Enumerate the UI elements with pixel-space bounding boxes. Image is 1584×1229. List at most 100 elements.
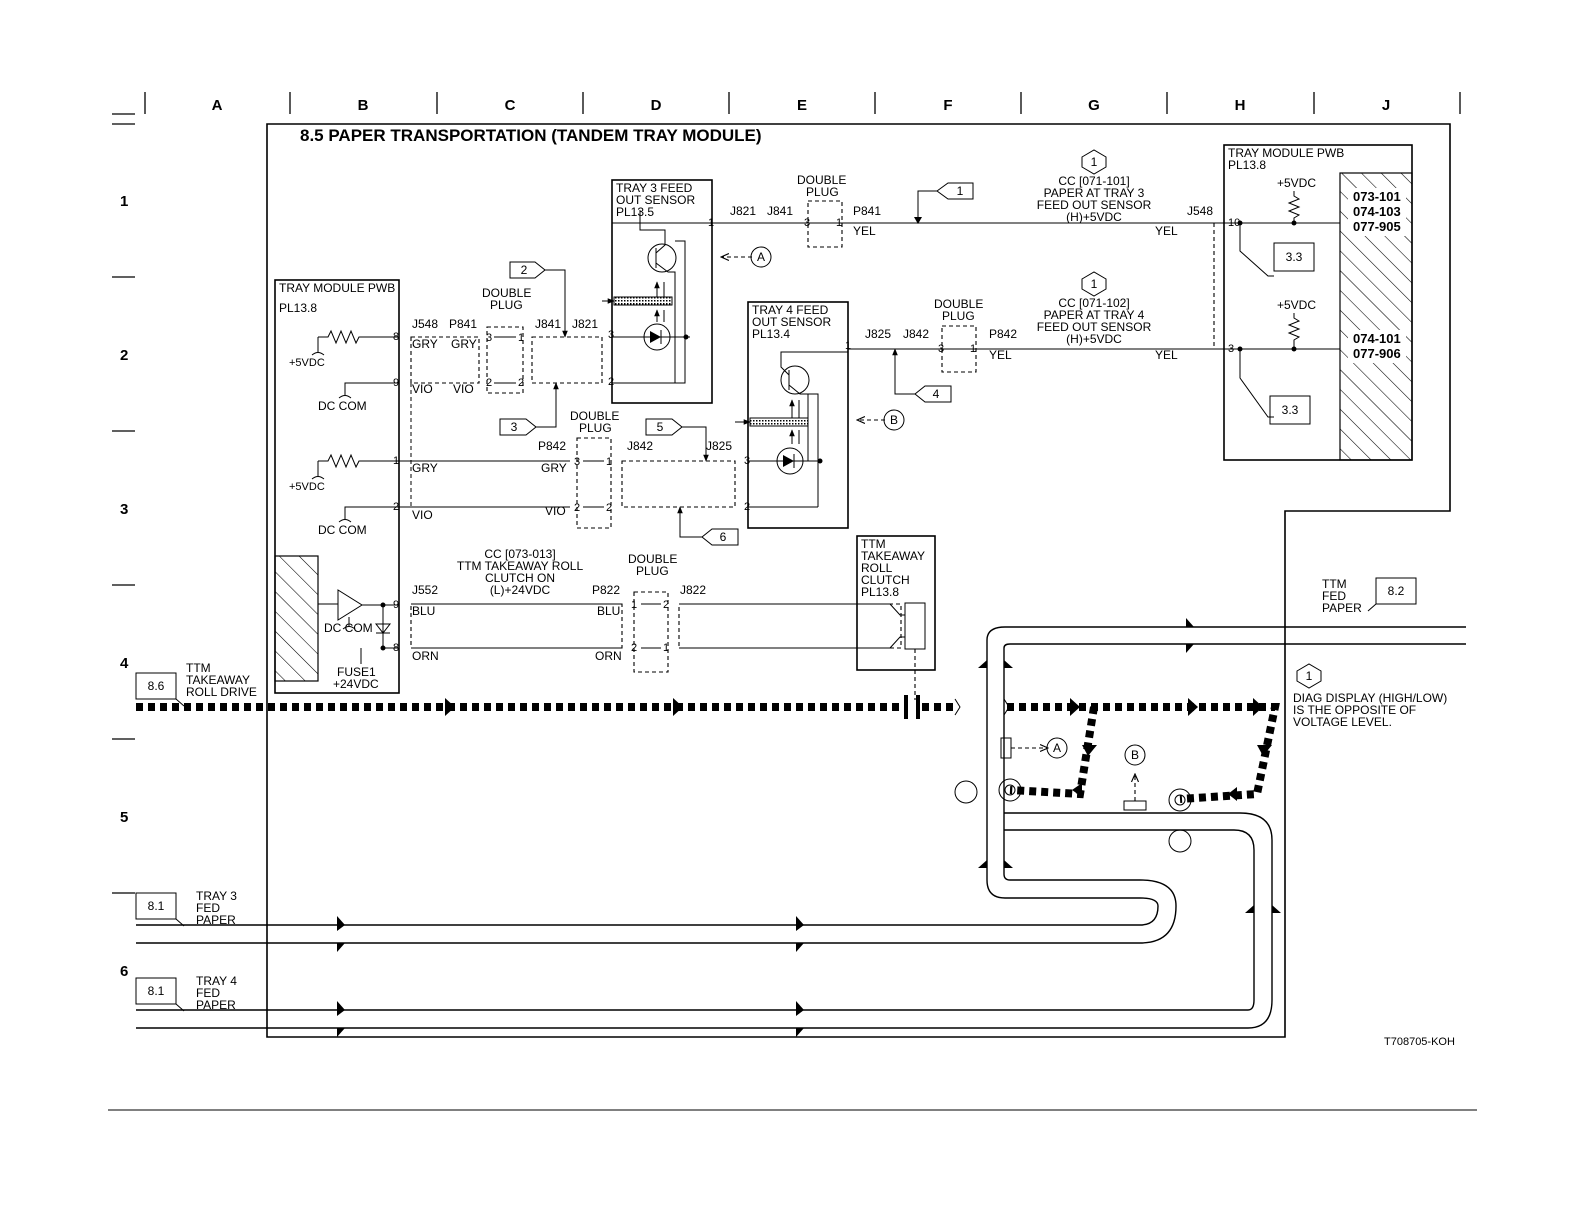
pin-number: 8 — [393, 331, 399, 343]
double-plug-label: PLUG — [490, 298, 523, 312]
wire-color: ORN — [595, 649, 622, 663]
clutch-cc-line: TTM TAKEAWAY ROLL — [457, 559, 584, 573]
plug-pin: 3 — [486, 332, 492, 344]
wire-color: VIO — [412, 508, 433, 522]
column-label: F — [943, 97, 952, 114]
note-marker: 1 — [1306, 669, 1313, 683]
connector-label: P841 — [853, 204, 881, 218]
wire-color: ORN — [412, 649, 439, 663]
column-label: B — [358, 97, 369, 114]
sensor-title: OUT SENSOR — [752, 315, 831, 329]
double-plug-label: DOUBLE — [628, 552, 677, 566]
clutch-title: ROLL — [861, 561, 893, 575]
pin-number: 9 — [393, 599, 399, 611]
sensor-pl: PL13.4 — [752, 327, 790, 341]
wire-color: GRY — [412, 337, 438, 351]
callout-number: 1 — [957, 184, 964, 198]
tray-module-pwb-right: TRAY MODULE PWB PL13.8 073-101 074-103 0… — [1223, 144, 1413, 461]
link-drive: 8.6 TTM TAKEAWAY ROLL DRIVE — [135, 661, 257, 707]
column-label: H — [1235, 97, 1246, 114]
wire-color: YEL — [1155, 224, 1178, 238]
fuse-label: FUSE1 — [337, 665, 376, 679]
connector-label: J822 — [680, 583, 706, 597]
wire-color: BLU — [597, 604, 620, 618]
cc-line: PAPER AT TRAY 3 — [1044, 186, 1145, 200]
voltage-label: +5VDC — [1277, 176, 1316, 190]
clutch-pl: PL13.8 — [861, 585, 899, 599]
column-label: C — [505, 97, 516, 114]
plug-pin: 3 — [804, 217, 810, 229]
link-tray4: 8.1 TRAY 4 FED PAPER — [135, 974, 237, 1012]
cc-line: (H)+5VDC — [1066, 332, 1122, 346]
clutch-cc-line: CLUTCH ON — [485, 571, 555, 585]
link-label: FED — [196, 901, 220, 915]
note-marker: 1 — [1091, 155, 1098, 169]
cc-line: FEED OUT SENSOR — [1037, 198, 1152, 212]
pin-number: 2 — [393, 501, 399, 513]
link-fed-paper: 8.2 TTM FED PAPER — [1322, 577, 1417, 615]
dc-com-label: DC COM — [318, 399, 367, 413]
voltage-label: +5VDC — [289, 481, 325, 493]
link-label: TTM — [186, 661, 211, 675]
plug-pin: 2 — [606, 502, 612, 514]
wire-color: GRY — [412, 461, 438, 475]
pwb-pl: PL13.8 — [1228, 158, 1266, 172]
connector-label: J821 — [572, 317, 598, 331]
column-labels: A B C D E F G H J — [212, 97, 1391, 114]
path-tag: B — [890, 413, 898, 427]
pin-number: 8 — [393, 642, 399, 654]
row-label: 1 — [120, 193, 128, 210]
connector-label: J821 — [730, 204, 756, 218]
cc-line: CC [071-101] — [1058, 174, 1129, 188]
diagram-border — [266, 123, 1451, 1038]
voltage-label: +5VDC — [1277, 298, 1316, 312]
callout-flags: 1 2 3 4 5 6 — [499, 182, 974, 546]
page-ref: 3.3 — [1282, 403, 1299, 417]
voltage-label: +5VDC — [289, 357, 325, 369]
connector-label: J842 — [627, 439, 653, 453]
pin-number: 1 — [845, 340, 851, 352]
column-label: E — [797, 97, 807, 114]
callout-number: 5 — [657, 420, 664, 434]
connector-label: J548 — [412, 317, 438, 331]
wire-color: VIO — [545, 504, 566, 518]
plug-pin: 2 — [574, 502, 580, 514]
tray3-feed-out-sensor: TRAY 3 FEED OUT SENSOR PL13.5 1 3 2 A — [602, 179, 772, 404]
voltage-label: +24VDC — [333, 677, 379, 691]
double-plug-label: PLUG — [942, 309, 975, 323]
row-label: 2 — [120, 347, 128, 364]
double-plug-label: DOUBLE — [482, 286, 531, 300]
pin-number: 10 — [1228, 217, 1240, 229]
note: 1 DIAG DISPLAY (HIGH/LOW) IS THE OPPOSIT… — [1293, 663, 1447, 729]
link-label: ROLL DRIVE — [186, 685, 257, 699]
status-code: 074-103 — [1353, 204, 1401, 219]
clutch-cc-line: (L)+24VDC — [490, 583, 551, 597]
pwb-title: TRAY MODULE PWB — [1228, 146, 1344, 160]
page-ref: 8.1 — [148, 984, 165, 998]
cc-line: PAPER AT TRAY 4 — [1044, 308, 1145, 322]
sensor-pl: PL13.5 — [616, 205, 654, 219]
connector-label: P841 — [449, 317, 477, 331]
plug-pin: 2 — [518, 377, 524, 389]
pwb-pl: PL13.8 — [279, 301, 317, 315]
page-ref: 3.3 — [1286, 250, 1303, 264]
link-label: TTM — [1322, 577, 1347, 591]
signal-tray4: J825 J842 P842 YEL YEL DOUBLE PLUG 3 1 C… — [848, 271, 1224, 373]
plug-pin: 3 — [574, 456, 580, 468]
wire-color: YEL — [989, 348, 1012, 362]
connector-label: P842 — [989, 327, 1017, 341]
connector-label: J552 — [412, 583, 438, 597]
connector-label: J841 — [767, 204, 793, 218]
sensor-title: OUT SENSOR — [616, 193, 695, 207]
dc-com-label: DC COM — [324, 621, 373, 635]
tray-module-pwb-left: TRAY MODULE PWB PL13.8 +5VDC DC COM +5VD… — [274, 279, 400, 694]
link-tray3: 8.1 TRAY 3 FED PAPER — [135, 889, 237, 927]
callout-number: 2 — [521, 263, 528, 277]
page-ref: 8.6 — [148, 679, 165, 693]
row-label: 3 — [120, 501, 128, 518]
link-label: PAPER — [196, 998, 236, 1012]
status-code: 073-101 — [1353, 189, 1401, 204]
note-marker: 1 — [1091, 277, 1098, 291]
callout-number: 4 — [933, 387, 940, 401]
